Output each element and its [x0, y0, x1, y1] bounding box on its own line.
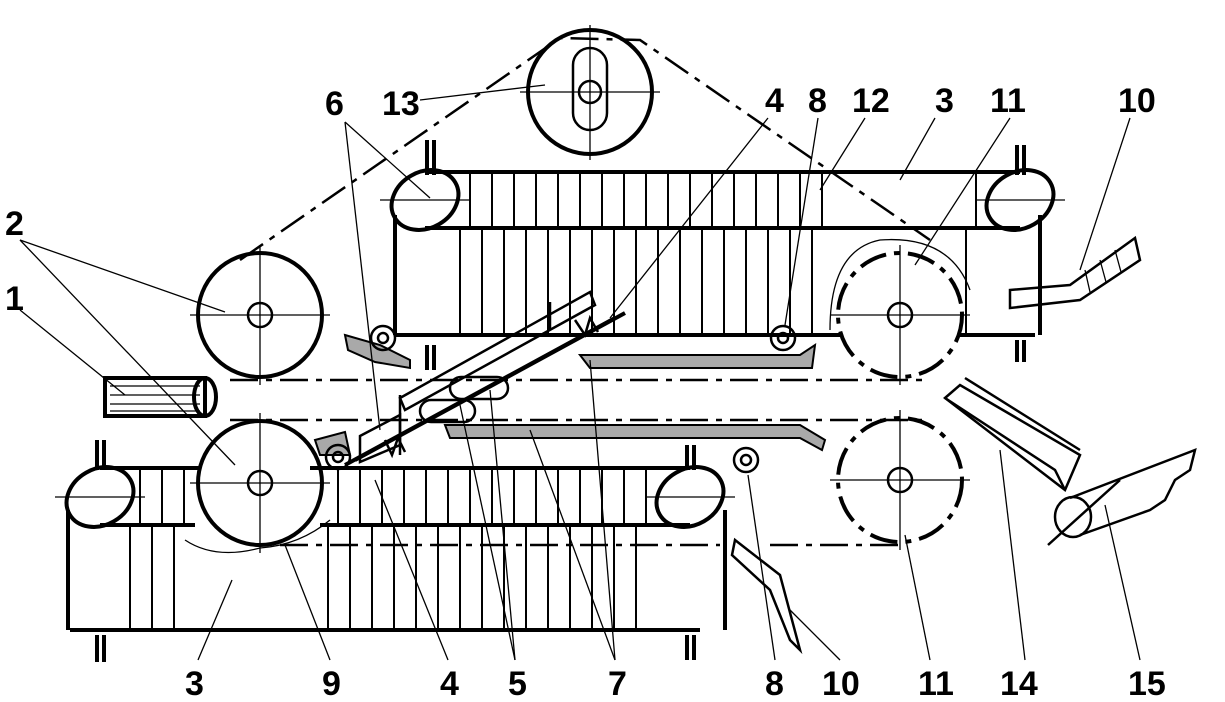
drive-chain	[230, 36, 931, 547]
label-15: 15	[1128, 665, 1166, 702]
lower-conveyor-slats	[129, 470, 647, 628]
drive-pulley-2-upper	[190, 245, 330, 385]
label-2: 2	[5, 205, 24, 243]
outlet-chute-10-lower	[730, 537, 803, 655]
label-6: 6	[325, 85, 344, 123]
label-4-top: 4	[765, 82, 784, 120]
pressure-rollers-8	[324, 324, 797, 474]
label-8-top: 8	[808, 82, 827, 120]
label-10-top: 10	[1118, 82, 1156, 120]
feed-roll-1	[103, 376, 218, 418]
outlet-chute-10-upper	[1008, 235, 1142, 310]
tension-pulley-13	[520, 25, 660, 160]
sprocket-11-lower	[830, 410, 970, 550]
label-8-bottom: 8	[765, 665, 784, 702]
label-5: 5	[508, 665, 527, 702]
label-14: 14	[1000, 665, 1038, 702]
receiving-tray-14	[943, 376, 1082, 492]
label-13: 13	[382, 85, 420, 123]
lower-conveyor-3	[55, 440, 735, 662]
label-3-bottom: 3	[185, 665, 204, 702]
label-9: 9	[322, 665, 341, 702]
drive-pulley-2-lower	[184, 413, 331, 554]
discharge-conveyor-15	[1047, 447, 1197, 546]
callout-labels: 13 6 4 8 12 3 11 10 2 1 3 9 4 5 7 8 10 1…	[5, 82, 1166, 702]
upper-conveyor-slats	[459, 174, 977, 333]
sprocket-11-upper	[829, 238, 971, 385]
label-1: 1	[5, 280, 24, 318]
label-11-top: 11	[990, 82, 1026, 120]
knife-frame-4	[344, 290, 626, 467]
label-4-bottom: 4	[440, 665, 459, 702]
cams-5	[418, 375, 510, 424]
label-10-bottom: 10	[822, 665, 860, 702]
label-11-bottom: 11	[918, 665, 954, 702]
leader-lines	[19, 84, 1141, 661]
label-7: 7	[608, 665, 627, 702]
label-12: 12	[852, 82, 890, 120]
label-3-top: 3	[935, 82, 954, 120]
guide-plates	[313, 333, 827, 456]
upper-conveyor-3	[380, 140, 1065, 370]
